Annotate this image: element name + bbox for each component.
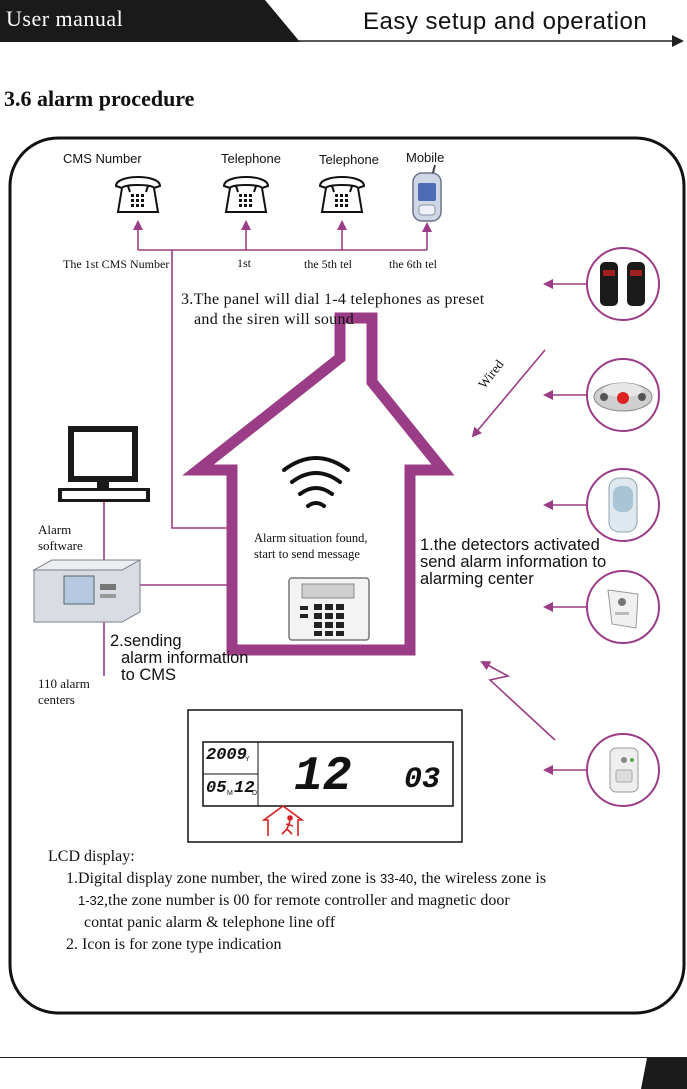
lcd-note-line2-b: ,the zone number is 00 for remote contro… [104, 892, 510, 909]
phone-icon [319, 176, 365, 213]
mobile-phone-icon [412, 164, 442, 222]
alarm-receiver-icon [32, 559, 142, 623]
lcd-note-line4: 2. Icon is for zone type indication [66, 936, 282, 953]
lcd-note-heading: LCD display: [48, 848, 135, 865]
step1-line1: 1.the detectors activated [420, 536, 600, 554]
phone-label-telephone-1: Telephone [221, 151, 281, 166]
phone-sub-first: 1st [237, 256, 252, 270]
step3-line2: and the siren will sound [194, 311, 355, 328]
step2-line3: to CMS [121, 666, 177, 684]
step1-line3: alarming center [420, 570, 534, 588]
intruder-house-icon [261, 805, 305, 836]
lcd-note-wired-range: 33-40 [379, 871, 414, 886]
lcd-year-unit: Y [245, 756, 250, 763]
lcd-note-line1-c: , the wireless zone is [413, 870, 547, 887]
gas-detector-icon [586, 733, 660, 807]
beam-detector-icon [586, 247, 660, 321]
phone-label-mobile: Mobile [406, 150, 445, 165]
header-left-title: User manual [6, 6, 124, 31]
footer-tab [641, 1058, 687, 1089]
computer-icon [58, 426, 150, 502]
step2-line1: 2.sending [110, 632, 182, 650]
glass-break-detector-icon [586, 570, 660, 644]
phone-icon [223, 176, 269, 213]
lcd-description: LCD display: 1.Digital display zone numb… [48, 846, 546, 956]
phone-sub-cms: The 1st CMS Number [63, 257, 170, 271]
house-message: Alarm situation found, start to send mes… [254, 530, 368, 562]
alarm-software-line2: software [38, 538, 83, 553]
header-right-title: Easy setup and operation [363, 8, 648, 35]
lcd-month: 05 [206, 779, 227, 798]
alarm-software-label: Alarm software [38, 522, 83, 554]
pir-detector-icon [586, 468, 660, 542]
step1-text: 1.the detectors activated send alarm inf… [420, 537, 606, 588]
lcd-note-line3: contat panic alarm & telephone line off [84, 914, 336, 931]
alarm-software-line1: Alarm [38, 522, 72, 537]
lcd-note-line2: 1-32,the zone number is 00 for remote co… [48, 890, 546, 912]
lcd-day: 12 [234, 779, 255, 798]
header-rule [295, 35, 684, 47]
lcd-note-line1-a: 1.Digital display zone number, the wired… [66, 870, 380, 887]
step3-text: 3.The panel will dial 1-4 telephones as … [181, 290, 485, 330]
keypad-panel-icon [288, 577, 370, 641]
lcd-year: 2009 [206, 746, 247, 765]
step2-text: 2.sending alarm information to CMS [110, 633, 248, 684]
step1-line2: send alarm information to [420, 553, 607, 571]
diagram-frame [8, 136, 686, 1015]
lcd-note-wireless-range: 1-32 [78, 893, 105, 908]
lcd-month-unit: M [227, 790, 233, 797]
alarm-center-label: 110 alarm centers [38, 676, 90, 708]
footer-rule [0, 1057, 687, 1058]
step3-line1: 3.The panel will dial 1-4 telephones as … [181, 291, 485, 308]
wifi-signal-icon [282, 456, 350, 508]
phone-icon [115, 176, 161, 213]
lcd-note-line1: 1.Digital display zone number, the wired… [48, 868, 546, 890]
smoke-detector-icon [586, 358, 660, 432]
header-tab [0, 0, 300, 42]
lcd-day-unit: D [252, 790, 258, 797]
phone-sub-sixth: the 6th tel [389, 257, 437, 271]
lcd-right-digits: 03 [404, 763, 441, 797]
house-outline [182, 312, 455, 656]
step2-line2: alarm information [121, 649, 249, 667]
phone-sub-fifth: the 5th tel [304, 257, 352, 271]
house-message-line2: start to send message [254, 547, 360, 561]
section-title: 3.6 alarm procedure [4, 86, 195, 111]
house-message-line1: Alarm situation found, [254, 531, 368, 545]
phone-label-telephone-2: Telephone [319, 152, 379, 167]
alarm-center-line1: 110 alarm [38, 676, 90, 691]
phone-label-cms: CMS Number [63, 151, 142, 166]
lcd-zone-number: 12 [294, 750, 352, 804]
alarm-center-line2: centers [38, 692, 75, 707]
